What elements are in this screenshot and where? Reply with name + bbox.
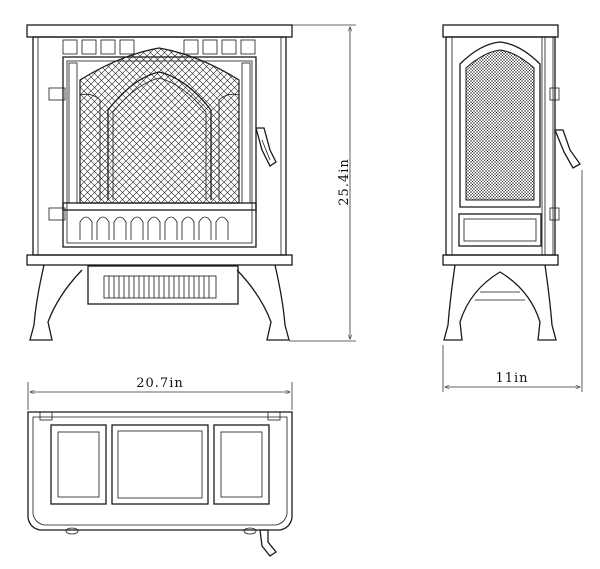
side-view	[442, 24, 581, 341]
height-label: 25.4in	[337, 158, 352, 205]
heater-grill	[103, 275, 217, 299]
hinge-icon	[48, 87, 66, 221]
top-handle-icon	[259, 529, 277, 557]
depth-dimension: 11in	[442, 170, 583, 392]
side-handle-icon	[554, 129, 581, 169]
depth-label: 11in	[495, 371, 528, 386]
width-dimension: 20.7in	[27, 376, 293, 410]
front-view	[26, 24, 293, 341]
door-handle-icon	[255, 127, 277, 167]
width-label: 20.7in	[136, 376, 183, 391]
top-view	[27, 411, 293, 557]
height-dimension: 25.4in	[289, 24, 356, 342]
log-arches	[79, 216, 229, 240]
top-decor-blocks	[62, 39, 256, 55]
